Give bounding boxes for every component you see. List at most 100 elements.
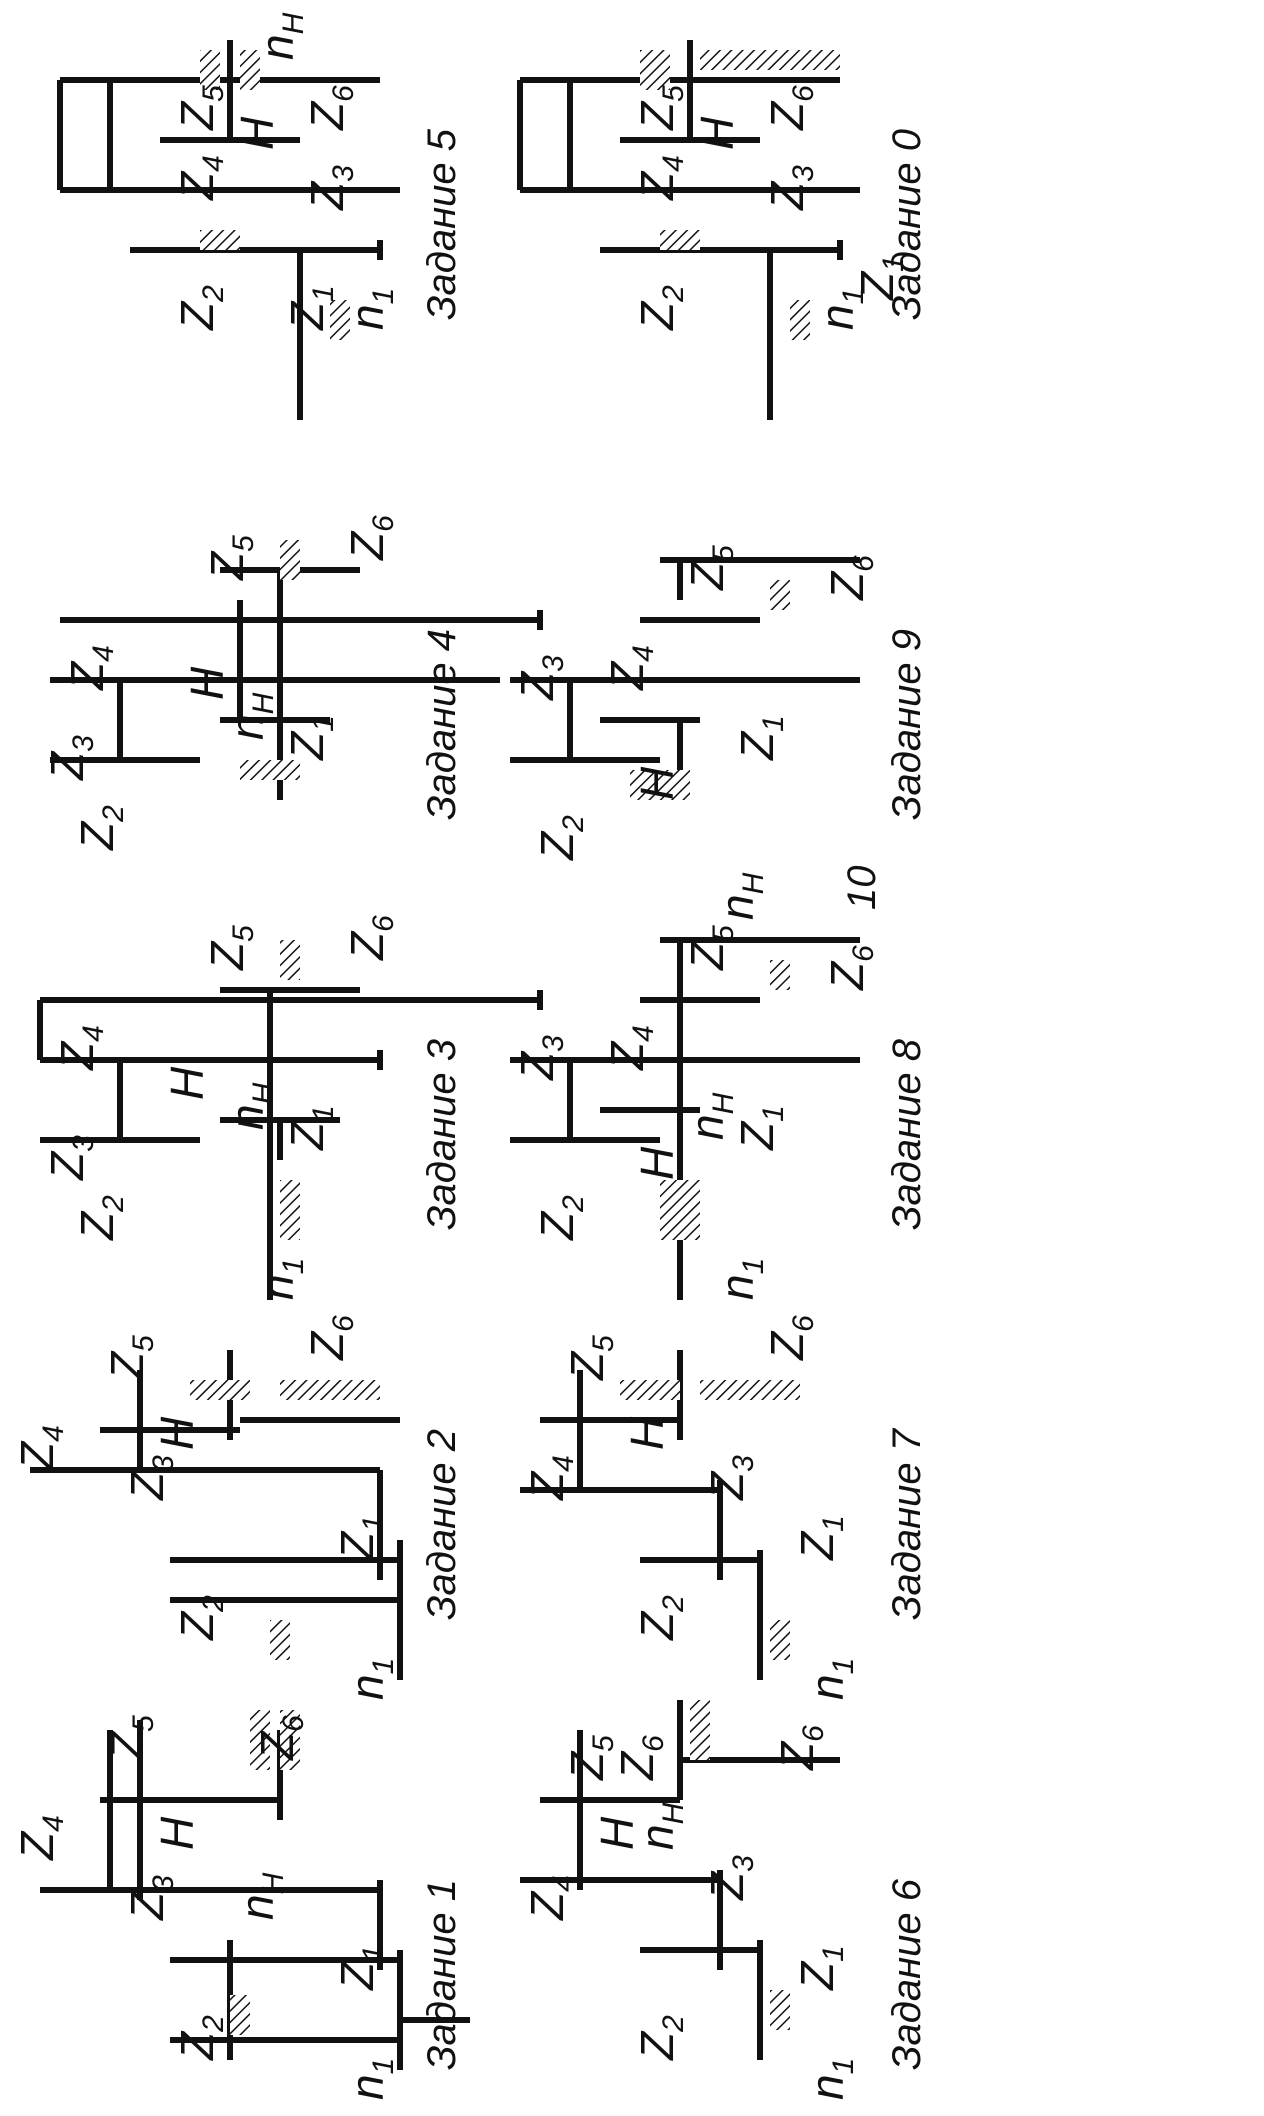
label-z3-task8: Z3 [511,1035,571,1080]
label-h-task5: H [231,116,283,150]
label-z5-task4: Z5 [201,535,261,580]
label-z2-task6: Z2 [631,2015,691,2060]
label-z4-task7: Z4 [521,1455,581,1500]
label-nh-task3: nH [221,1082,281,1130]
label-nh-task6: nH [631,1802,691,1850]
label-z6-task1: Z6 [251,1715,311,1760]
scheme-task-1 [40,1710,470,2070]
scheme-task-0 [517,40,860,420]
label-z6-task2: Z6 [301,1315,361,1360]
label-h-task7: H [621,1416,673,1450]
label-z1-task5: Z1 [281,285,341,330]
label-z2-task0: Z2 [631,285,691,330]
label-z2-task8: Z2 [531,1195,591,1240]
label-h-task1: H [151,1816,203,1850]
scheme-task-7 [520,1350,800,1680]
label-z6-task7: Z6 [761,1315,821,1360]
label-h-task3: H [161,1066,213,1100]
caption-task-9: Задание 9 [885,628,929,820]
label-z1-task3: Z1 [281,1105,341,1150]
caption-task-1: Задание 1 [420,1878,464,2070]
label-z6-task8: Z6 [821,945,881,990]
label-n1-task0: n1 [811,287,871,330]
label-h-task8: H [631,1146,683,1180]
label-z2-task3: Z2 [71,1195,131,1240]
caption-task-2: Задание 2 [420,1428,464,1620]
caption-task-7: Задание 7 [885,1428,929,1620]
label-z5-task7: Z5 [561,1335,621,1380]
label-z6-task3: Z6 [341,915,401,960]
label-z1-task1: Z1 [331,1945,391,1990]
label-h-task2: H [151,1416,203,1450]
label-h-task9: H [631,766,683,800]
label-n1-task6: n1 [801,2057,861,2100]
label-z1-task4: Z1 [281,715,341,760]
label-z6-task0: Z6 [761,85,821,130]
scheme-task-9 [510,557,860,800]
label-z3-task0: Z3 [761,165,821,210]
label-nh-task8: nH [681,1092,741,1140]
page-number: 10 [840,865,884,911]
label-z3-task5: Z3 [301,165,361,210]
label-nh-task5: nH [251,12,311,60]
label-n1-task3: n1 [251,1257,311,1300]
label-z4-task8: Z4 [601,1025,661,1070]
label-z3-task6: Z3 [701,1855,761,1900]
label-z6-task4: Z6 [341,515,401,560]
label-z1-task9: Z1 [731,715,791,760]
label-z6-task9: Z6 [821,555,881,600]
caption-task-5: Задание 5 [420,128,464,320]
label-z1-task7: Z1 [791,1515,851,1560]
label-z2-task4: Z2 [71,805,131,850]
scheme-task-2 [30,1350,403,1680]
label-z4-task4: Z4 [61,645,121,690]
label-h-task0: H [691,116,743,150]
caption-task-3: Задание 3 [420,1038,464,1230]
scheme-task-3 [37,940,543,1300]
label-z5-task5: Z5 [171,85,231,130]
label-n1-task7: n1 [801,1657,861,1700]
label-z3-task4: Z3 [41,735,101,780]
scheme-task-6 [520,1700,840,2060]
label-z6-task5: Z6 [301,85,361,130]
label-z5-task8: Z5 [681,925,741,970]
label-z4-task6: Z4 [521,1875,581,1920]
label-z4-task5: Z4 [171,155,231,200]
label-z4-task2: Z4 [11,1425,71,1470]
label-z5-task0: Z5 [631,85,691,130]
label-z3-task2: Z3 [121,1455,181,1500]
label-z5-task2: Z5 [101,1335,161,1380]
label-z3-task7: Z3 [701,1455,761,1500]
label-z4-task3: Z4 [51,1025,111,1070]
label-nh-task4: nH [221,692,281,740]
label-z2-task9: Z2 [531,815,591,860]
label-nh-task9: nH [711,872,771,920]
caption-task-8: Задание 8 [885,1038,929,1230]
label-z5-task3: Z5 [201,925,261,970]
label-n1-task2: n1 [341,1657,401,1700]
scheme-task-4 [50,540,543,800]
label-n1-task5: n1 [341,287,401,330]
scheme-task-8 [510,937,860,1300]
label-z5-task9: Z5 [681,545,741,590]
label-z2-task1: Z2 [171,2015,231,2060]
label-n1-task8: n1 [711,1257,771,1300]
label-z3-task9: Z3 [511,655,571,700]
label-z3-task3: Z3 [41,1135,101,1180]
label-z3-task1: Z3 [121,1875,181,1920]
label-z1-task2: Z1 [331,1515,391,1560]
label-z4-task0: Z4 [631,155,691,200]
label-z4-task9: Z4 [601,645,661,690]
label-n1-task1: n1 [341,2057,401,2100]
label-z2-task5: Z2 [171,285,231,330]
caption-task-4: Задание 4 [420,628,464,820]
label-z6b-task6: Z6 [771,1725,831,1770]
label-z4-task1: Z4 [11,1815,71,1860]
label-z2-task2: Z2 [171,1595,231,1640]
label-z1-task6: Z1 [791,1945,851,1990]
label-z2-task7: Z2 [631,1595,691,1640]
label-z6a-task6: Z6 [611,1735,671,1780]
label-nh-task1: nH [231,1872,291,1920]
